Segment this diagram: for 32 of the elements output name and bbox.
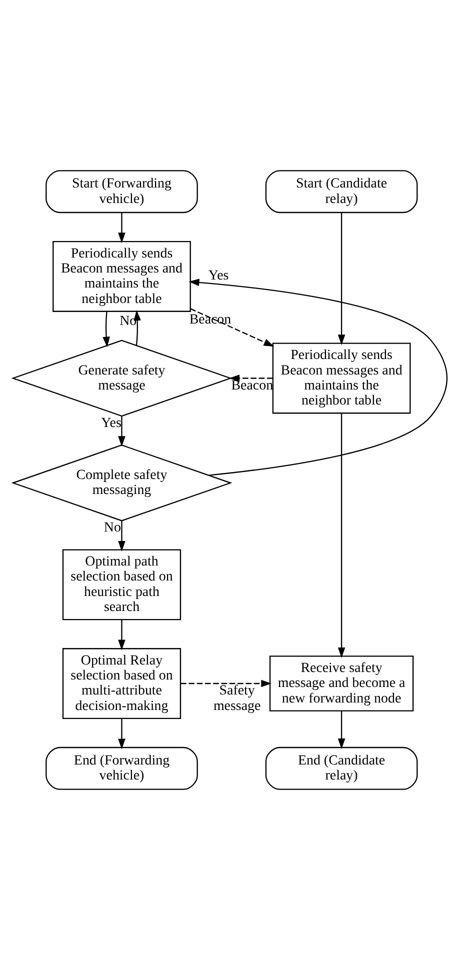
node-box: Optimal Relay selection based on multi-attribute decision-making	[62, 648, 182, 719]
arrow	[118, 521, 126, 552]
edge-label: Beacon	[189, 312, 232, 328]
arrow	[118, 620, 126, 650]
node-box: End (Forwarding vehicle)	[46, 746, 198, 790]
edge-label: Yes	[208, 268, 229, 284]
arrow	[188, 278, 448, 476]
node-box: Start (Candidate relay)	[265, 170, 418, 214]
arrow	[102, 312, 110, 348]
node-diamond: Generate safety message	[11, 340, 232, 417]
arrow	[118, 416, 126, 447]
node-diamond: Complete safety messaging	[11, 444, 232, 522]
node-box: End (Candidate relay)	[265, 746, 418, 790]
arrow	[190, 308, 274, 347]
arrow	[338, 212, 346, 346]
arrow	[118, 212, 126, 244]
node-box: Optimal path selection based on heuristic path search	[62, 549, 182, 620]
arrow	[229, 374, 273, 382]
edge-label: No	[120, 314, 137, 330]
arrow	[134, 310, 141, 346]
edge-label: Yes	[101, 416, 122, 431]
edge-label: Safety message	[213, 684, 261, 714]
arrow	[338, 711, 346, 750]
node-box: Receive safety message and become a new forwarding node	[269, 656, 414, 712]
arrow	[338, 413, 346, 658]
edge-label: No	[104, 520, 121, 536]
edge-label: Beacon	[231, 378, 274, 394]
arrow	[180, 680, 272, 688]
arrow	[118, 718, 126, 750]
node-box: Periodically sends Beacon messages and maintains the neighbor table	[52, 241, 191, 312]
node-box: Periodically sends Beacon messages and maintains the neighbor table	[272, 342, 411, 414]
node-box: Start (Forwarding vehicle)	[46, 170, 198, 214]
